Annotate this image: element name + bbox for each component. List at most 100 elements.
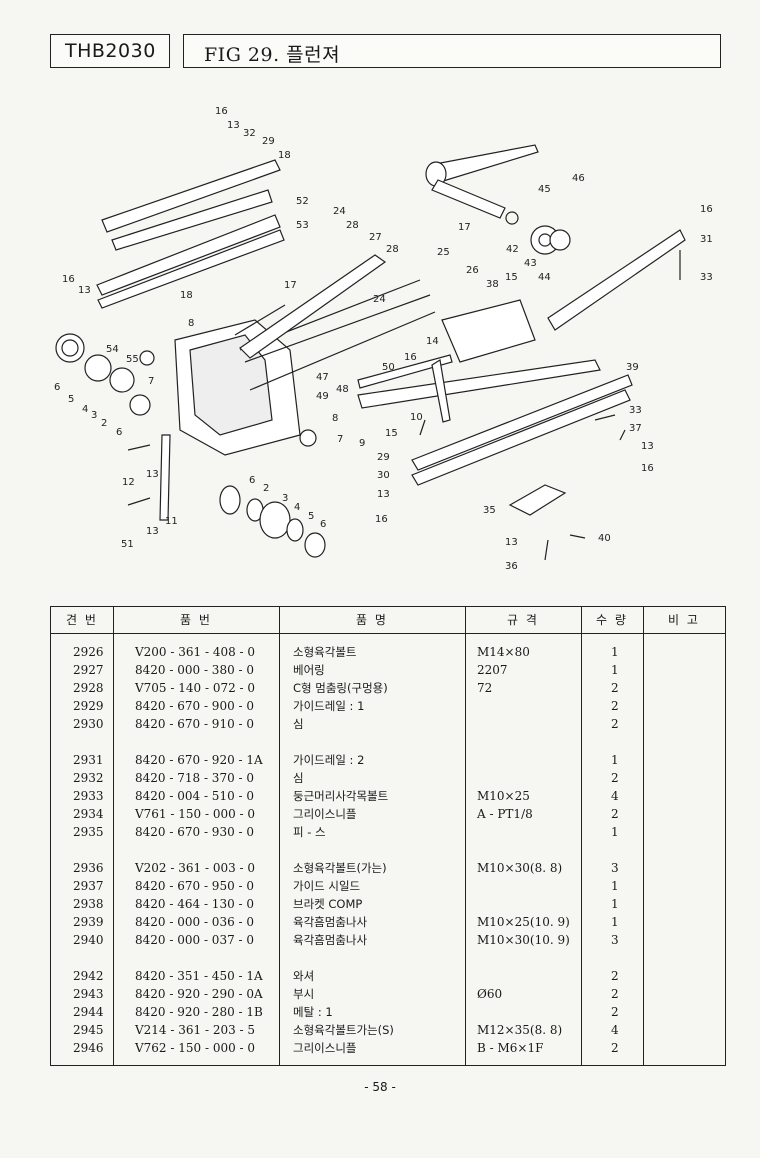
part-number-cell: V200 - 361 - 408 - 0 [135,645,256,659]
table-row: 2945 V214 - 361 - 203 - 5 소형육각볼트가는(S) M12×3… [51,1021,725,1039]
item-number-cell: 2943 [73,987,104,1001]
model-code: THB2030 [65,40,156,62]
part-name-cell: 소형육각볼트가는(S) [293,1023,394,1037]
callout-label: 16 [62,274,75,285]
item-number-cell: 2945 [73,1023,104,1037]
item-number-cell: 2935 [73,825,104,839]
part-number-cell: 8420 - 670 - 900 - 0 [135,699,255,713]
spec-cell: 72 [477,681,493,695]
part-name-cell: 가이드레일 : 2 [293,753,365,767]
callout-label: 14 [426,336,439,347]
callout-label: 13 [146,526,159,537]
part-number-cell: 8420 - 004 - 510 - 0 [135,789,255,803]
item-number-cell: 2933 [73,789,104,803]
callout-label: 53 [296,220,309,231]
quantity-cell: 2 [611,681,619,695]
item-number-cell: 2930 [73,717,104,731]
column-divider [581,607,582,1065]
callout-label: 24 [373,294,386,305]
quantity-cell: 4 [611,1023,619,1037]
header-spec: 규 격 [507,613,539,627]
part-number-cell: 8420 - 000 - 380 - 0 [135,663,255,677]
part-number-cell: V214 - 361 - 203 - 5 [135,1023,256,1037]
callout-label: 4 [82,404,88,415]
item-number-cell: 2942 [73,969,104,983]
callout-label: 5 [68,394,74,405]
callout-label: 43 [524,258,537,269]
callout-label: 28 [346,220,359,231]
header-remark: 비 고 [668,613,700,627]
callout-label: 10 [410,412,423,423]
callout-label: 12 [122,477,135,488]
callout-label: 45 [538,184,551,195]
quantity-cell: 2 [611,699,619,713]
callout-label: 27 [369,232,382,243]
part-name-cell: 심 [293,717,304,731]
header-quantity: 수 량 [596,613,628,627]
part-number-cell: V762 - 150 - 000 - 0 [135,1041,256,1055]
callout-label: 29 [262,136,275,147]
callout-label: 11 [165,516,178,527]
callout-label: 28 [386,244,399,255]
item-number-cell: 2940 [73,933,104,947]
quantity-cell: 1 [611,879,619,893]
spec-cell: M12×35(8. 8) [477,1023,563,1037]
part-number-cell: 8420 - 920 - 280 - 1B [135,1005,263,1019]
part-name-cell: 가이드레일 : 1 [293,699,365,713]
callout-label: 13 [377,489,390,500]
part-name-cell: 브라켓 COMP [293,897,363,911]
spec-cell: M10×25 [477,789,530,803]
quantity-cell: 1 [611,897,619,911]
callout-label: 13 [146,469,159,480]
callout-label: 46 [572,173,585,184]
exploded-parts-diagram: 16 13 32 29 18 52 53 24 28 27 28 25 26 3… [54,106,713,572]
part-name-cell: 메탈 : 1 [293,1005,333,1019]
part-name-cell: 둥근머리사각목볼트 [293,789,389,803]
callout-label: 4 [294,502,300,513]
callout-label: 18 [278,150,291,161]
part-name-cell: 심 [293,771,304,785]
callout-label: 29 [377,452,390,463]
part-name-cell: 가이드 시일드 [293,879,361,893]
callout-label: 26 [466,265,479,276]
callout-label: 37 [629,423,642,434]
callout-label: 48 [336,384,349,395]
quantity-cell: 2 [611,987,619,1001]
callout-label: 52 [296,196,309,207]
callout-label: 55 [126,354,139,365]
part-name-cell: 그리이스니플 [293,1041,357,1055]
callout-label: 13 [227,120,240,131]
spec-cell: M10×30(8. 8) [477,861,563,875]
callout-label: 6 [320,519,326,530]
model-header-box: THB2030 [50,34,170,68]
part-number-cell: 8420 - 000 - 036 - 0 [135,915,255,929]
quantity-cell: 2 [611,1005,619,1019]
spec-cell: B - M6×1F [477,1041,544,1055]
item-number-cell: 2929 [73,699,104,713]
part-number-cell: 8420 - 670 - 910 - 0 [135,717,255,731]
item-number-cell: 2932 [73,771,104,785]
part-number-cell: V705 - 140 - 072 - 0 [135,681,256,695]
callout-label: 49 [316,391,329,402]
quantity-cell: 2 [611,807,619,821]
item-number-cell: 2934 [73,807,104,821]
callout-label: 16 [700,204,713,215]
table-row: 2929 8420 - 670 - 900 - 0 가이드레일 : 1 2 [51,697,725,715]
callout-label: 25 [437,247,450,258]
part-number-cell: V202 - 361 - 003 - 0 [135,861,256,875]
quantity-cell: 2 [611,771,619,785]
column-divider [113,607,114,1065]
callout-label: 40 [598,533,611,544]
callout-label: 5 [308,511,314,522]
callout-label: 6 [249,475,255,486]
